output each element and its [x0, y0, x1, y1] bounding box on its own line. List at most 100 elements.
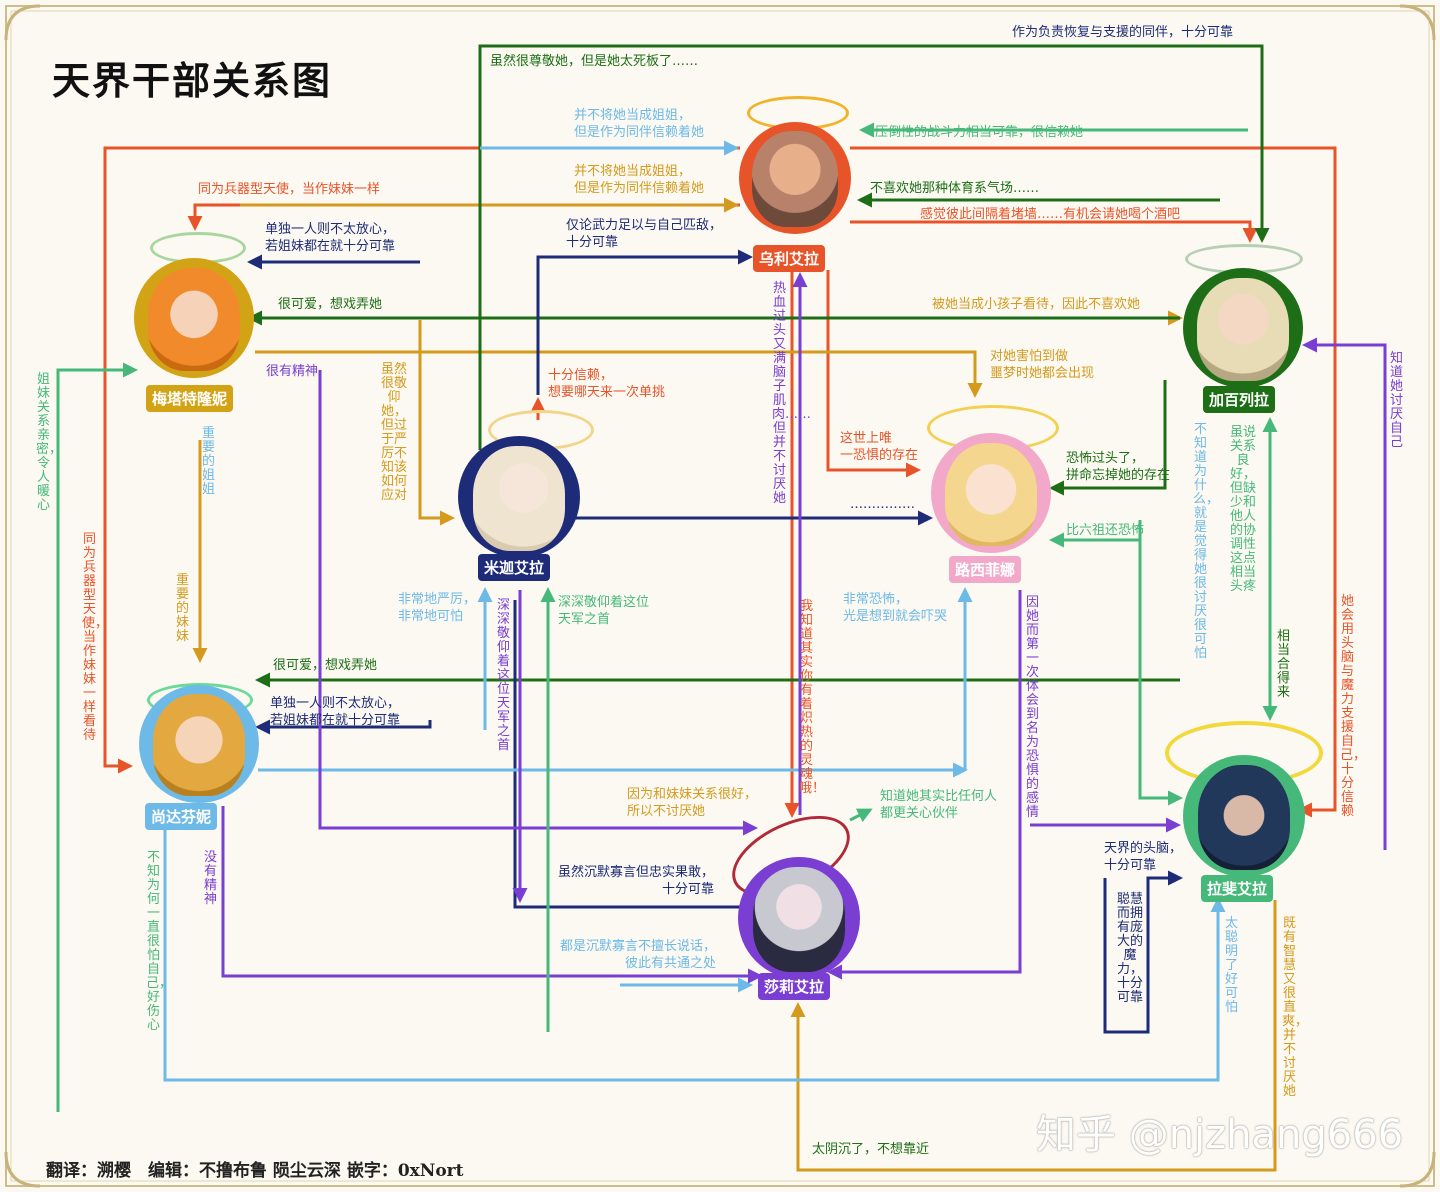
portrait-image: [1197, 277, 1289, 381]
character-name: 加百列拉: [1203, 386, 1276, 413]
label-sandalphon-lucifer: 非常恐怖， 光是想到就会吓哭: [843, 592, 948, 624]
label-gabriel-uriel: 不喜欢她那种体育系气场……: [870, 181, 1040, 196]
label-gabriel-sandalphon: 很可爱，想戏弄她: [273, 658, 378, 673]
label-sariel-metatron: 很有精神: [266, 364, 319, 379]
portrait-ring: [458, 436, 580, 558]
node-gabriel[interactable]: 加百列拉: [1175, 240, 1310, 413]
portrait-image: [752, 866, 846, 972]
label-raziel-sariel-gloomy: 太阴沉了，不想靠近: [812, 1142, 930, 1157]
line-gabriel-lucifer: [1049, 380, 1167, 496]
vlabel-raziel-metatron: 姐妹关系亲密，令人暖心: [36, 372, 63, 513]
vlabel-sariel-uriel: 热血过头又满脑子肌肉……但并不讨厌她: [772, 281, 812, 506]
label-raziel-sariel: 知道她其实比任何人 都更关心伙伴: [880, 789, 998, 821]
vlabel-raziel-gabriel: 虽说关系良好，但缺少和他人的协调性这点相当头疼: [1229, 425, 1256, 594]
portrait-ring: [931, 433, 1051, 553]
line-michaela-sariel: [513, 600, 758, 915]
portrait-image: [472, 445, 566, 551]
label-sandalphon-uriel: 并不将她当成姐姐， 但是作为同伴信赖着她: [574, 108, 705, 140]
node-uriel[interactable]: 乌利艾拉: [735, 82, 855, 272]
label-uriel-gabriel: 感觉彼此间隔着堵墙……有机会请她喝个酒吧: [920, 207, 1181, 222]
node-sariel[interactable]: 莎莉艾拉: [719, 799, 868, 1000]
portrait-image: [1197, 764, 1291, 870]
line-uriel-gabriel: [850, 220, 1258, 243]
label-sandalphon-michaela: 非常地严厉， 非常地可怕: [398, 592, 477, 624]
line-michaela-raziel: [1103, 870, 1183, 1034]
line-metatron-lucifer: [255, 350, 983, 398]
portrait-ring: [739, 122, 851, 234]
label-michaela-raziel: 天界的头脑， 十分可靠: [1104, 841, 1183, 873]
page-title: 天界干部关系图: [52, 58, 333, 103]
portrait-ring: [1183, 268, 1303, 388]
label-uriel-metatron: 同为兵器型天使，当作妹妹一样: [198, 182, 381, 197]
label-michaela-sariel: 虽然沉默寡言但忠实果敢， 十分可靠: [558, 865, 715, 897]
line-metatron-michaela: [418, 320, 455, 526]
line-uriel-lucifer: [826, 270, 921, 478]
vlabel-uriel-sariel: 我知道其实你有着炽热的灵魂哦！: [799, 599, 826, 796]
line-michaela-uriel-top: [478, 44, 1270, 450]
node-michaela[interactable]: 米迦艾拉: [450, 410, 594, 581]
line-raziel-lower: [1138, 520, 1183, 806]
line-sariel-metatron: [318, 370, 758, 836]
vlabel-uriel-raziel: 她会用头脑与魔力支援自己，十分信赖: [1340, 594, 1367, 819]
portrait-ring: [139, 685, 259, 803]
portrait-image: [148, 267, 240, 371]
character-name: 乌利艾拉: [753, 245, 826, 272]
character-name: 莎莉艾拉: [758, 973, 831, 1000]
vlabel-metatron-michaela: 虽然很敬仰她，但过于严厉不知该如何应对: [380, 362, 407, 503]
vlabel-raziel-gabriel-hate: 知道她讨厌自己: [1389, 351, 1403, 450]
vlabel-sandalphon-raziel: 不知为何一直很怕自己，好伤心: [146, 850, 173, 1033]
label-metatron-uriel: 并不将她当成姐姐， 但是作为同伴信赖着她: [574, 164, 705, 196]
vlabel-metatron-sandalphon: 重要的妹妹: [175, 573, 189, 644]
line-michaela-sandalphon: [255, 719, 432, 735]
label-raziel-michaela: 深深敬仰着这位 天军之首: [558, 595, 650, 627]
label-michaela-gabriel: 虽然很尊敬她，但是她太死板了……: [490, 54, 699, 69]
label-gabriel-metatron: 很可爱，想戏弄她: [278, 297, 383, 312]
label-michaela-lucifer: ……………: [850, 497, 915, 512]
portrait-ring: [738, 857, 860, 979]
node-lucifer[interactable]: 路西菲娜: [925, 405, 1059, 583]
label-uriel-lucifer: 这世上唯 一恐惧的存在: [840, 431, 919, 463]
portrait-ring: [1183, 755, 1305, 877]
label-michaela-uriel: 仅论武力足以与自己匹敌， 十分可靠: [566, 218, 723, 250]
node-sandalphon[interactable]: 尚达芬妮: [135, 665, 265, 830]
vlabel-sariel-sandalphon: 没有精神: [203, 850, 217, 907]
label-raziel-uriel-trust: 压倒性的战斗力相当可靠，很信赖她: [875, 125, 1084, 140]
vlabel-sariel-michaela: 深深敬仰着这位天军之首: [496, 598, 510, 753]
label-metatron-lucifer: 对她害怕到做 噩梦时她都会出现: [990, 349, 1095, 381]
node-raziel[interactable]: 拉斐艾拉: [1165, 715, 1323, 902]
credits: 翻译：溯樱 编辑：不撸布鲁 陨尘云深 嵌字：0xNort: [46, 1161, 464, 1181]
vlabel-sandalphon-metatron: 重要的姐姐: [201, 426, 215, 497]
line-michaela-uriel: [536, 249, 753, 395]
character-name: 路西菲娜: [949, 556, 1022, 583]
line-raziel-sariel: [790, 900, 1277, 1172]
character-name: 拉斐艾拉: [1201, 875, 1274, 902]
vlabel-sandalphon-raziel-v: 太聪明了好可怕: [1224, 916, 1238, 1015]
label-raziel-lucifer: 比六祖还恐怖: [1066, 523, 1145, 538]
character-name: 尚达芬妮: [145, 803, 218, 830]
vlabel-michaela-raziel-v: 聪慧而拥有庞大的魔力，十分可靠: [1116, 892, 1143, 1005]
portrait-ring: [134, 258, 254, 378]
label-metatron-sariel: 因为和妹妹关系很好， 所以不讨厌她: [627, 787, 758, 819]
vlabel-sariel-lucifer: 因她而第一次体会到名为恐惧的感情: [1025, 595, 1039, 820]
line-raziel-gabriel: [1302, 337, 1387, 850]
label-raziel-uriel: 作为负责恢复与支援的同伴，十分可靠: [1012, 25, 1234, 40]
line-raziel-metatron: [56, 362, 138, 1112]
line-sariel-lucifer: [827, 590, 1022, 980]
line-raziel-sariel: [849, 808, 873, 823]
node-metatron[interactable]: 梅塔特隆妮: [120, 228, 260, 412]
vlabel-gabriel-raziel: 相当合得来: [1276, 629, 1290, 700]
label-uriel-michaela: 十分信赖， 想要哪天来一次单挑: [548, 368, 666, 400]
watermark: 知乎 @njzhang666: [1036, 1112, 1404, 1158]
label-michaela-sandalphon: 单独一人则不太放心， 若姐妹都在就十分可靠: [270, 696, 401, 728]
line-uriel-raziel: [850, 146, 1337, 818]
line-sandalphon-raziel: [163, 810, 1226, 1082]
portrait-image: [945, 442, 1037, 546]
line-sariel-sandalphon: [221, 806, 763, 984]
label-sandalphon-sariel: 都是沉默寡言不擅长说话， 彼此有共通之处: [560, 939, 717, 971]
character-name: 米迦艾拉: [478, 554, 551, 581]
label-metatron-gabriel: 被她当成小孩子看待，因此不喜欢她: [932, 297, 1141, 312]
character-name: 梅塔特隆妮: [146, 385, 234, 412]
